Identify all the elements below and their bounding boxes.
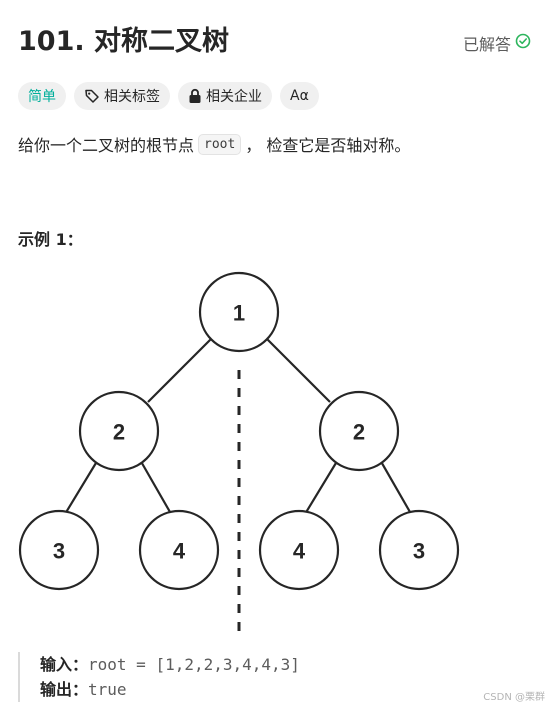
problem-description: 给你一个二叉树的根节点 root ， 检查它是否轴对称。 [18,132,410,156]
tree-edge [61,457,100,520]
tree-node [18,509,100,591]
tree-node [138,509,220,591]
tree-node-label: 3 [53,539,65,564]
lock-icon [188,88,202,104]
output-value: true [88,680,127,699]
solved-label: 已解答 [462,35,511,54]
tree-edge [138,457,175,520]
tree-node [258,509,340,591]
tree-edge [378,457,415,520]
companies-tag-button[interactable]: 相关企业 [178,82,272,110]
example-input-line: 输入：root = [1,2,2,3,4,4,3] [40,652,300,677]
tag-icon [84,88,100,104]
tree-node [198,271,280,353]
csdn-watermark: CSDN @栗群 [483,692,545,703]
tag-bar: 简单 相关标签 相关企业 Aα [18,82,319,110]
tree-node-label: 3 [413,539,425,564]
tree-node [318,390,400,472]
companies-tag-label: 相关企业 [206,89,262,105]
example-title: 示例 1： [18,230,83,249]
check-circle-icon [515,33,531,53]
difficulty-badge[interactable]: 简单 [18,82,66,110]
font-toggle-icon: Aα [290,88,309,104]
tree-edge [266,338,331,403]
output-label: 输出： [40,680,89,699]
example-io-block: 输入：root = [1,2,2,3,4,4,3] 输出：true [18,652,300,702]
description-text-after: ， 检查它是否轴对称。 [245,136,411,155]
input-label: 输入： [40,655,89,674]
tree-node-label: 2 [113,420,125,445]
topics-tag-button[interactable]: 相关标签 [74,82,170,110]
binary-tree-diagram: 1 2 2 3 4 4 3 [18,271,460,632]
tree-node-label: 2 [353,420,365,445]
tree-edge [147,338,212,403]
problem-title: 101. 对称二叉树 [18,26,230,57]
tree-node-label: 4 [173,539,186,564]
tree-node [78,390,160,472]
font-size-toggle[interactable]: Aα [280,82,319,110]
tree-node-label: 1 [233,301,245,326]
tree-edge [301,457,340,520]
solved-status[interactable]: 已解答 [463,31,531,55]
example-output-line: 输出：true [40,677,300,702]
description-inline-code: root [198,133,242,155]
difficulty-label: 简单 [28,89,56,105]
topics-tag-label: 相关标签 [104,89,160,105]
input-value: root = [1,2,2,3,4,4,3] [88,655,300,674]
description-text-before: 给你一个二叉树的根节点 [18,136,195,155]
tree-node [378,509,460,591]
tree-node-label: 4 [293,539,306,564]
